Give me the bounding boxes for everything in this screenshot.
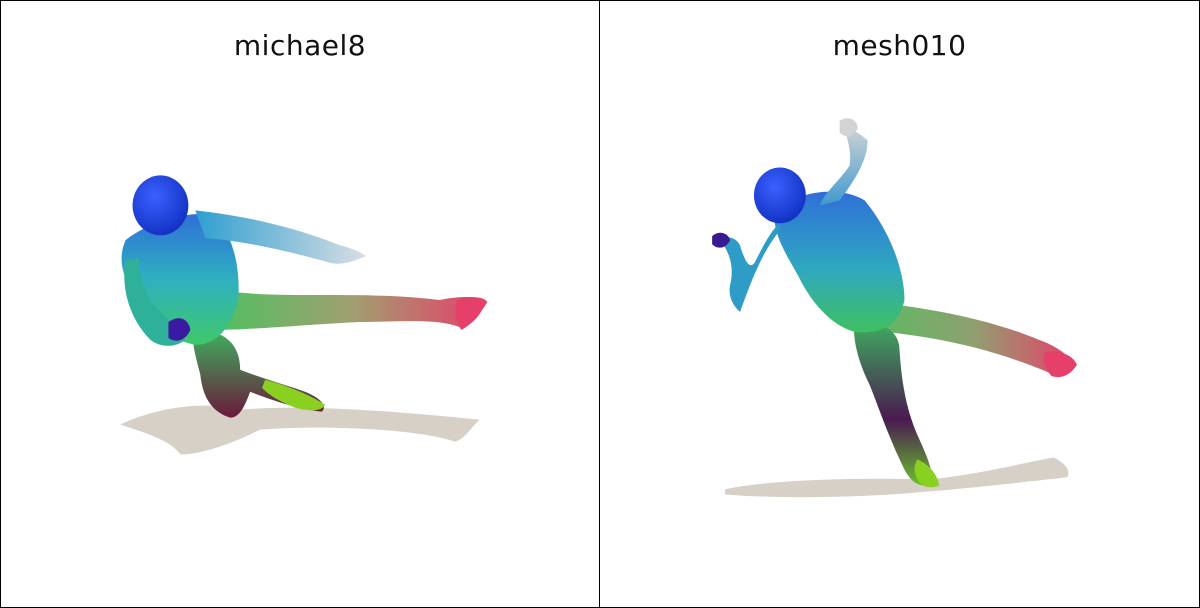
torso	[774, 191, 905, 333]
mesh-render-michael8[interactable]	[1, 1, 599, 607]
panel-title: michael8	[233, 29, 367, 62]
head	[753, 167, 806, 224]
standing-leg	[854, 319, 932, 486]
extended-leg	[215, 290, 486, 330]
raised-arm	[819, 125, 868, 206]
standing-foot	[914, 459, 940, 488]
extended-arm	[195, 210, 366, 264]
head	[132, 175, 189, 236]
viewport-panel-left[interactable]: michael8	[0, 0, 600, 608]
raised-fist	[839, 118, 858, 137]
extended-foot	[1043, 351, 1077, 378]
bent-arm	[720, 222, 780, 312]
panel-title: mesh010	[832, 29, 967, 62]
viewport-panel-right[interactable]: mesh010	[599, 0, 1200, 608]
bent-foot	[262, 379, 325, 411]
ground-shadow	[725, 457, 1069, 498]
ground-shadow	[120, 405, 480, 455]
extended-leg	[849, 300, 1075, 376]
extended-foot	[455, 297, 488, 330]
left-hand	[168, 318, 191, 341]
bent-fist	[712, 232, 731, 248]
mesh-render-mesh010[interactable]	[600, 1, 1199, 607]
